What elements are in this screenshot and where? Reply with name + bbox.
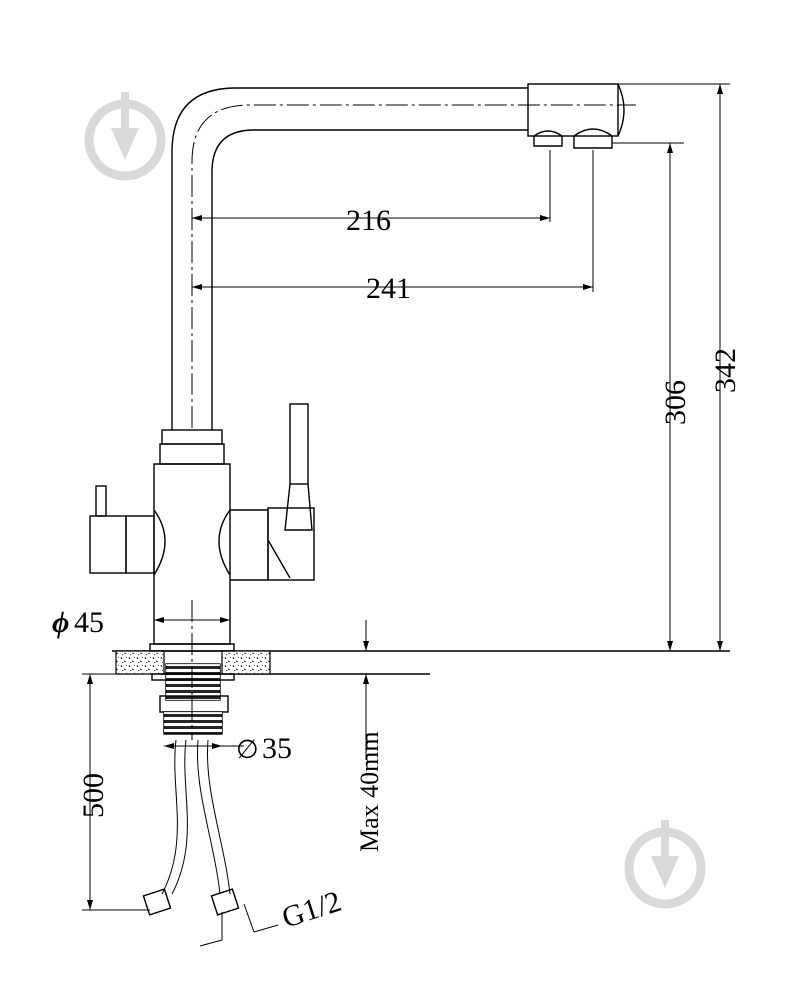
faucet-body bbox=[149, 429, 235, 652]
dim-216-label: 216 bbox=[346, 204, 391, 237]
hose-thread-label: G1/2 bbox=[278, 885, 345, 935]
spout bbox=[171, 83, 636, 430]
dim-241-label: 241 bbox=[366, 272, 411, 305]
countertop bbox=[112, 650, 730, 675]
hose-length-label: 500 bbox=[77, 773, 110, 818]
dim-306-label: 306 bbox=[659, 380, 692, 425]
dimension-lines bbox=[82, 83, 730, 947]
right-handle bbox=[230, 403, 315, 581]
shank-diameter-symbol: ∅ bbox=[236, 735, 259, 764]
flexible-hoses bbox=[142, 739, 240, 916]
shank-diameter-label: 35 bbox=[262, 732, 292, 765]
max-thickness-label: Max 40mm bbox=[355, 731, 384, 852]
base-diameter-symbol: ϕ bbox=[52, 606, 69, 639]
left-handle bbox=[89, 485, 155, 574]
mounting-shank bbox=[151, 600, 235, 740]
base-diameter-label: 45 bbox=[74, 606, 104, 639]
watermark-logo-top bbox=[84, 92, 166, 181]
dim-342-label: 342 bbox=[709, 348, 742, 393]
watermark-logo-bottom bbox=[624, 820, 706, 909]
